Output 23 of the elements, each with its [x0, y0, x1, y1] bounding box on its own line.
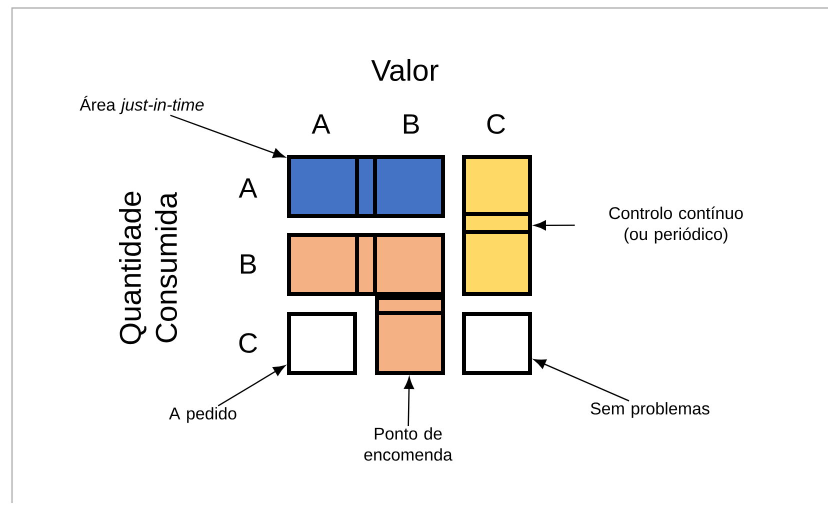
arrow [170, 114, 286, 158]
matrix-bar [287, 232, 445, 296]
matrix-bar [375, 296, 445, 375]
callout-text: Área just-in-time [80, 96, 204, 114]
callout-text: A pedido [169, 407, 236, 423]
matrix-bar [287, 155, 445, 218]
row-letter: B [240, 254, 256, 274]
callout-text: Ponto de encomenda [364, 427, 452, 461]
row-letter: C [239, 333, 258, 353]
matrix-bar [462, 155, 532, 296]
axis-title: Valor [371, 58, 438, 81]
arrow [404, 376, 414, 426]
matrix-cell [462, 312, 532, 375]
callout-text: Controlo contínuo (ou periódico) [609, 206, 743, 244]
column-letter: C [487, 114, 506, 134]
matrix-cell [287, 312, 357, 375]
axis-title: Quantidade Consumida [119, 192, 178, 344]
row-letter: A [238, 178, 258, 198]
arrow [534, 220, 575, 230]
column-letter: B [404, 114, 419, 134]
arrow [534, 359, 630, 402]
callout-text: Sem problemas [590, 402, 710, 418]
arrow [218, 365, 286, 406]
